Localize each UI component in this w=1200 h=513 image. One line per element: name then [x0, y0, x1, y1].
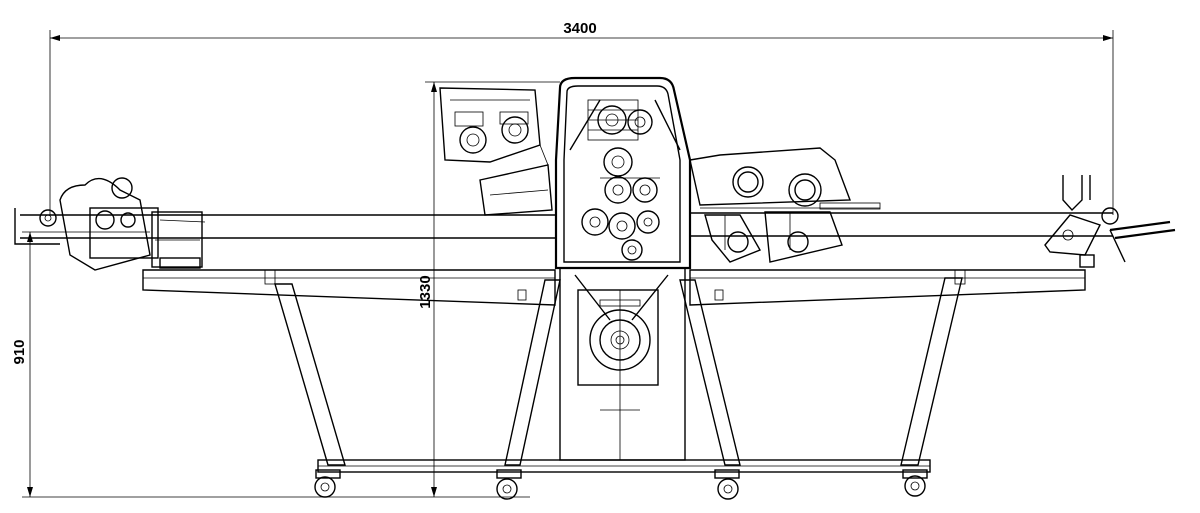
top-control-box: [439, 87, 553, 216]
dimension-total-height: 1330: [417, 81, 560, 497]
dimension-label-overall-length: 3400: [563, 20, 596, 37]
left-end-roller-assembly: [14, 177, 206, 271]
conveyor-tables: [20, 202, 1113, 306]
dimension-label-total-height: 1330: [417, 275, 434, 308]
dimension-overall-length: 3400: [49, 20, 1114, 215]
right-end-roller-assembly: [1044, 175, 1176, 268]
motor-housing: [559, 267, 686, 461]
roller-gears: [581, 105, 660, 261]
dimension-table-height: 910: [11, 231, 150, 497]
frame-legs: [274, 277, 963, 473]
roller-head-housing: [554, 76, 692, 270]
dimension-label-table-height: 910: [11, 339, 28, 364]
flour-duster-unit: [689, 147, 851, 263]
caster-wheels: [314, 469, 928, 500]
